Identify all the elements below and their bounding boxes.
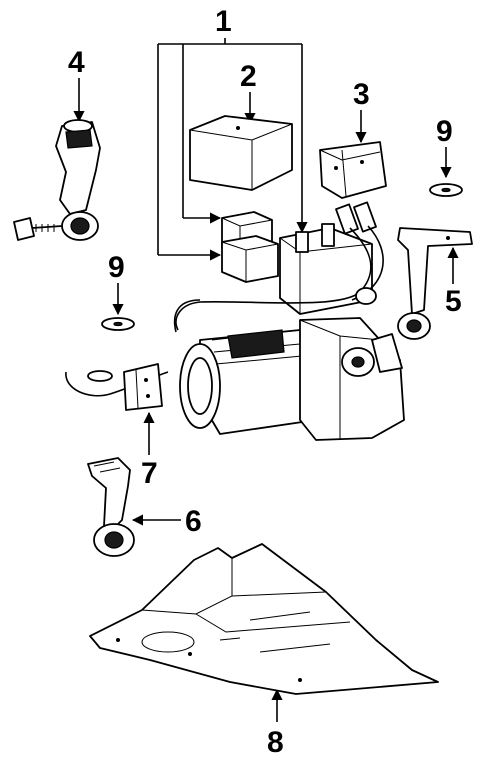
upper-left-bracket xyxy=(13,119,101,241)
small-bracket xyxy=(123,363,163,411)
callout-3: 3 xyxy=(353,78,370,111)
control-module xyxy=(189,115,293,191)
right-bracket xyxy=(397,227,473,340)
callout-2: 2 xyxy=(240,60,257,93)
callout-7: 7 xyxy=(141,457,158,490)
callout-6: 6 xyxy=(185,505,202,538)
pump-motor-assembly xyxy=(65,201,405,441)
callout-1: 1 xyxy=(215,5,232,38)
callout-9-right: 9 xyxy=(436,115,453,148)
lower-shield xyxy=(89,543,439,695)
mount-bracket xyxy=(319,141,387,199)
callout-4: 4 xyxy=(68,46,85,79)
callout-5: 5 xyxy=(445,285,462,318)
callout-8: 8 xyxy=(267,726,284,759)
leader-1 xyxy=(157,38,308,261)
callout-9-left: 9 xyxy=(108,251,125,284)
lower-left-bracket xyxy=(87,457,135,557)
